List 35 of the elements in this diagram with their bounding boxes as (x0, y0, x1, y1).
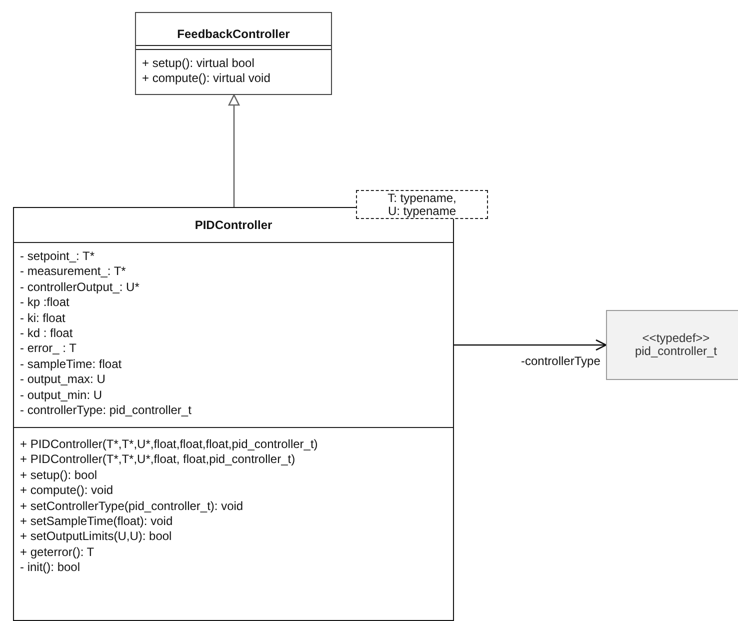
attribute-text: - kp :float (20, 295, 70, 311)
attribute-text: - controllerOutput_: U* (20, 280, 140, 296)
attribute-text: - setpoint_: T* (20, 249, 96, 264)
template-parameter: U: typename (388, 204, 456, 218)
attribute-text: - kd : float (20, 326, 74, 342)
attribute-text: - sampleTime: float (20, 356, 123, 372)
method-text: - init(): bool (20, 560, 82, 576)
method-text: + setup(): virtual bool (142, 56, 256, 72)
template-parameter-box (356, 190, 488, 219)
method-text: + setSampleTime(float): void (20, 514, 174, 530)
attribute-text: - measurement_: T* (20, 264, 127, 280)
template-parameter: T: typename, (388, 192, 456, 204)
method-text: + setOutputLimits(U,U): bool (20, 529, 173, 545)
attribute-text: - controllerType: pid_controller_t (20, 403, 192, 418)
type-label: pid_controller_t (634, 345, 718, 358)
inheritance-arrow (228, 94, 240, 207)
method-text: + compute(): void (20, 483, 114, 499)
method-text: + PIDController(T*,T*,U*,float, float,pid_controller_t) (20, 452, 296, 468)
type-label: <<typedef>> (642, 332, 710, 345)
association-arrow (454, 339, 607, 351)
class-box (135, 12, 332, 95)
attribute-text: - output_min: U (20, 388, 104, 404)
class-name: PIDController (194, 218, 274, 233)
edge-label: -controllerType (521, 354, 600, 368)
method-text: + PIDController(T*,T*,U*,float,float,float,pid_controller_t) (20, 437, 319, 452)
method-text: + geterror(): T (20, 544, 96, 560)
attribute-text: - ki: float (20, 310, 66, 326)
attribute-text: - output_max: U (20, 372, 106, 388)
method-text: + compute(): virtual void (142, 71, 272, 87)
attribute-text: - error_ : T (20, 341, 78, 357)
class-name: FeedbackController (176, 27, 291, 42)
typedef-box (606, 310, 738, 380)
method-text: + setControllerType(pid_controller_t): void (20, 498, 244, 514)
method-text: + setup(): bool (20, 468, 98, 484)
class-box (13, 207, 454, 621)
